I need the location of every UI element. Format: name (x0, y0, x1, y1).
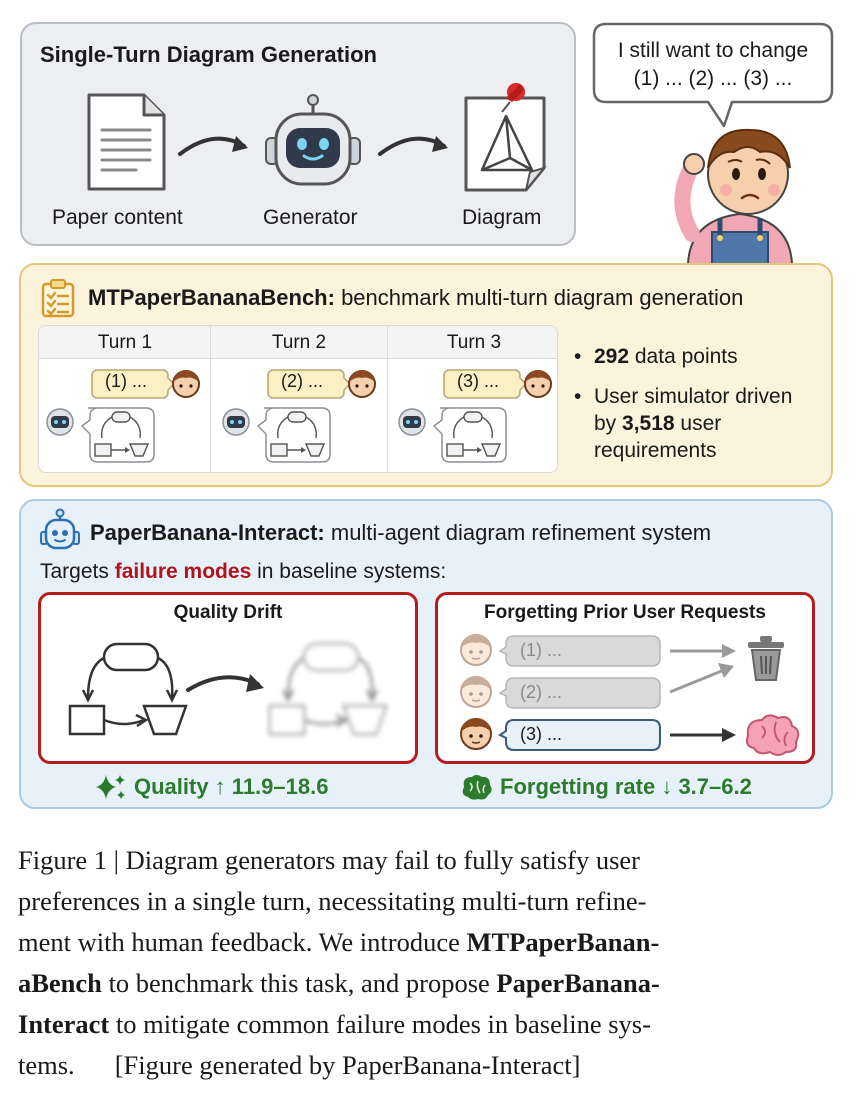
targets-suffix: in baseline systems: (251, 560, 447, 583)
caption-line: Figure 1 | Diagram generators may fail t… (18, 845, 640, 875)
user-simulator-line-2: by 3,518 user (594, 410, 830, 437)
bubble-line-1: I still want to change (617, 39, 809, 62)
caption-text: ment with human feedback. We introduce (18, 927, 467, 957)
single-turn-title: Single-Turn Diagram Generation (40, 42, 377, 67)
sparkle-icon (96, 775, 125, 799)
quality-drift-title: Quality Drift (173, 602, 283, 623)
bubble-line-2: (1) ... (2) ... (3) ... (633, 67, 793, 90)
turn-1-header: Turn 1 (97, 332, 153, 353)
turn-1-request: (1) ... (105, 371, 148, 391)
user-simulator-by: by (594, 412, 623, 435)
forgetting-title: Forgetting Prior User Requests (484, 602, 766, 623)
arrow-right-icon (178, 136, 248, 156)
brain-icon (745, 714, 800, 756)
user-simulator-line-3: requirements (594, 439, 717, 462)
benchmark-title: MTPaperBananaBench: benchmark multi-turn… (88, 285, 743, 311)
failure-modes-highlight: failure modes (114, 560, 252, 583)
turn-3-header: Turn 3 (446, 332, 502, 353)
current-request-3: (3) ... (520, 724, 563, 744)
interact-description: multi-agent diagram refinement system (324, 520, 712, 545)
robot-generator-icon (265, 94, 361, 186)
turn-3-request: (3) ... (457, 371, 500, 391)
confused-child-illustration (674, 128, 794, 264)
forgotten-request-2: (2) ... (520, 682, 563, 702)
arrow-right-icon (378, 136, 448, 156)
caption-line: tems. [Figure generated by PaperBanana-In… (18, 1045, 844, 1086)
data-points-text: data points (629, 345, 738, 368)
caption-text: to benchmark this task, and propose (101, 968, 497, 998)
caption-line: aBench to benchmark this task, and propo… (18, 963, 844, 1004)
forgotten-request-1: (1) ... (520, 640, 563, 660)
clipboard-checklist-icon (41, 279, 75, 318)
caption-attribution: [Figure generated by PaperBanana-Interac… (114, 1050, 581, 1080)
caption-benchmark-name: aBench (18, 968, 102, 998)
caption-text: tems. (18, 1050, 75, 1080)
turn-divider (387, 326, 388, 472)
caption-text: to mitigate common failure modes in base… (109, 1009, 651, 1039)
turn-2-header: Turn 2 (271, 332, 327, 353)
benchmark-name: MTPaperBananaBench: (88, 285, 335, 310)
caption-system-name: PaperBanana- (496, 968, 660, 998)
figure-caption: Figure 1 | Diagram generators may fail t… (18, 840, 844, 1086)
caption-line: ment with human feedback. We introduce M… (18, 922, 844, 963)
turn-divider (210, 326, 211, 472)
caption-system-name: Interact (18, 1009, 110, 1039)
targets-subtitle: Targets failure modes in baseline system… (40, 560, 446, 584)
caption-line: Interact to mitigate common failure mode… (18, 1004, 844, 1045)
interact-title: PaperBanana-Interact: multi-agent diagra… (90, 520, 711, 546)
generator-label: Generator (263, 206, 358, 229)
robot-agent-icon (40, 508, 80, 550)
user-simulator-line-1: User simulator driven (594, 385, 793, 408)
paper-content-label: Paper content (52, 206, 183, 229)
brain-icon (462, 775, 492, 800)
forgetting-illustration (460, 633, 800, 756)
data-points-bullet: 292 data points (594, 343, 824, 370)
forgetting-rate-metric: Forgetting rate ↓ 3.7–6.2 (500, 774, 752, 799)
bullet-dot: • (574, 345, 582, 368)
interact-name: PaperBanana-Interact: (90, 520, 325, 545)
caption-line: preferences in a single turn, necessitat… (18, 886, 647, 916)
diagram-pinned-icon (464, 83, 547, 192)
bullet-dot: • (574, 385, 582, 408)
user-simulator-bullet: User simulator driven by 3,518 user requ… (594, 383, 830, 464)
caption-benchmark-name: MTPaperBanan- (466, 927, 660, 957)
turn-2-request: (2) ... (281, 371, 324, 391)
turns-header-row (39, 326, 557, 359)
trash-icon (748, 636, 784, 681)
data-points-count: 292 (594, 345, 630, 368)
user-simulator-user: user (674, 412, 722, 435)
diagram-label: Diagram (462, 206, 542, 229)
benchmark-description: benchmark multi-turn diagram generation (334, 285, 744, 310)
bubble-text: I still want to change (1) ... (2) ... (… (598, 37, 828, 93)
quality-metric: Quality ↑ 11.9–18.6 (134, 774, 329, 799)
sharp-flow-diagram (68, 642, 188, 736)
paper-document-icon (87, 93, 166, 191)
speech-bubble (592, 22, 834, 128)
quality-drift-illustration (68, 642, 388, 736)
user-requirements-count: 3,518 (622, 412, 675, 435)
targets-prefix: Targets (40, 560, 115, 583)
